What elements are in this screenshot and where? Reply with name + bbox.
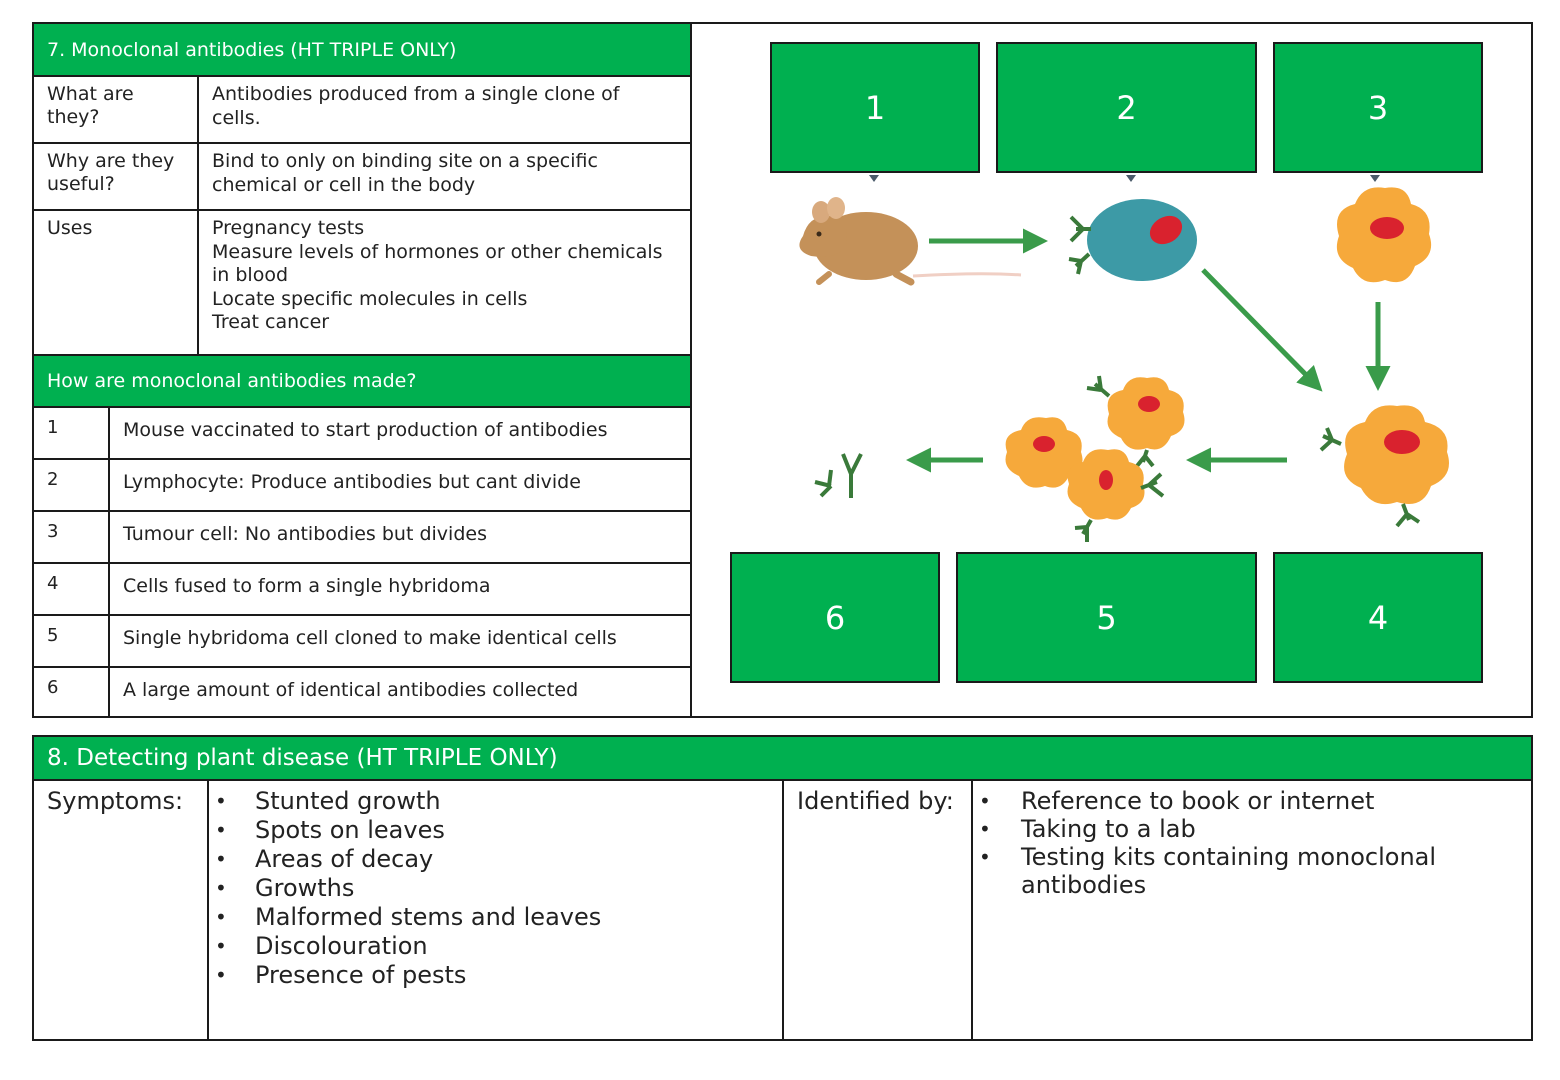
monoclonal-antibodies-table: 7. Monoclonal antibodies (HT TRIPLE ONLY… [32, 22, 692, 718]
how-made-title: How are monoclonal antibodies made? [34, 356, 690, 408]
row-line: Bind to only on binding site on a specif… [212, 150, 598, 172]
tumour-cell-icon [1336, 187, 1432, 283]
list-item: Growths [209, 874, 769, 903]
row-value: Antibodies produced from a single clone … [199, 77, 690, 142]
diagram-box-2: 2 [996, 42, 1257, 173]
diagram-box-1: 1 [770, 42, 980, 173]
row-line: cells. [212, 106, 261, 129]
table-row: Uses Pregnancy tests Measure levels of h… [34, 211, 690, 356]
diagram-box-3: 3 [1273, 42, 1483, 173]
step-text: Mouse vaccinated to start production of … [123, 419, 608, 442]
table-row: What are they? Antibodies produced from … [34, 77, 690, 144]
plant-disease-table: 8. Detecting plant disease (HT TRIPLE ON… [32, 735, 1533, 1041]
symptoms-list: Stunted growthSpots on leavesAreas of de… [209, 787, 769, 990]
mouse-icon [799, 197, 1022, 286]
identified-list: Reference to book or internetTaking to a… [973, 787, 1518, 899]
step-row: 4 Cells fused to form a single hybridoma [34, 564, 690, 616]
step-text: Cells fused to form a single hybridoma [123, 575, 491, 598]
row-line: Treat cancer [212, 311, 330, 333]
row-label: Uses [34, 211, 199, 354]
pointer-icon [869, 175, 879, 182]
step-row: 3 Tumour cell: No antibodies but divides [34, 512, 690, 564]
cloned-cells-icon [1005, 375, 1185, 542]
step-row: 2 Lymphocyte: Produce antibodies but can… [34, 460, 690, 512]
lymphocyte-icon [1068, 199, 1197, 281]
step-text: Lymphocyte: Produce antibodies but cant … [123, 471, 581, 494]
section7-title: 7. Monoclonal antibodies (HT TRIPLE ONLY… [34, 24, 690, 77]
row-line: Antibodies produced from a single clone … [212, 83, 620, 105]
symptoms-list-cell: Stunted growthSpots on leavesAreas of de… [209, 781, 784, 1039]
row-line: in blood [212, 264, 289, 286]
list-item: Taking to a lab [973, 815, 1518, 843]
list-item: Discolouration [209, 932, 769, 961]
list-item: Stunted growth [209, 787, 769, 816]
step-number: 1 [34, 408, 110, 458]
row-line: Locate specific molecules in cells [212, 287, 528, 310]
arrow-diagonal [1201, 268, 1323, 392]
symptoms-label: Symptoms: [34, 781, 209, 1039]
row-line: Measure levels of hormones or other chem… [212, 240, 663, 263]
list-item: Presence of pests [209, 961, 769, 990]
step-number: 5 [34, 616, 110, 666]
step-row: 1 Mouse vaccinated to start production o… [34, 408, 690, 460]
row-value: Bind to only on binding site on a specif… [199, 144, 690, 209]
step-number: 6 [34, 668, 110, 718]
row-value: Pregnancy tests Measure levels of hormon… [199, 211, 690, 354]
row-line: Pregnancy tests [212, 217, 365, 239]
step-text: Single hybridoma cell cloned to make ide… [123, 627, 617, 650]
list-item: Spots on leaves [209, 816, 769, 845]
row-label: Why are they useful? [34, 144, 199, 209]
diagram-box-6: 6 [730, 552, 940, 683]
pointer-icon [1370, 175, 1380, 182]
step-number: 4 [34, 564, 110, 614]
step-text: A large amount of identical antibodies c… [123, 679, 579, 702]
section8-title: 8. Detecting plant disease (HT TRIPLE ON… [34, 737, 1531, 781]
table-row: Why are they useful? Bind to only on bin… [34, 144, 690, 211]
list-item: Reference to book or internet [973, 787, 1518, 815]
row-line: chemical or cell in the body [212, 173, 476, 196]
step-number: 3 [34, 512, 110, 562]
identified-label: Identified by: [784, 781, 973, 1039]
identified-list-cell: Reference to book or internetTaking to a… [973, 781, 1531, 1039]
diagram-box-4: 4 [1273, 552, 1483, 683]
list-item: Areas of decay [209, 845, 769, 874]
row-label: What are they? [34, 77, 199, 142]
list-item: Testing kits containing monoclonal antib… [973, 843, 1518, 899]
monoclonal-process-diagram: 1 2 3 4 5 6 [691, 22, 1533, 718]
step-row: 6 A large amount of identical antibodies… [34, 668, 690, 718]
antibodies-icon [814, 453, 863, 498]
step-row: 5 Single hybridoma cell cloned to make i… [34, 616, 690, 668]
diagram-illustration [799, 175, 1449, 542]
step-number: 2 [34, 460, 110, 510]
diagram-box-5: 5 [956, 552, 1257, 683]
pointer-icon [1126, 175, 1136, 182]
step-text: Tumour cell: No antibodies but divides [123, 523, 487, 546]
list-item: Malformed stems and leaves [209, 903, 769, 932]
hybridoma-icon [1319, 405, 1449, 528]
